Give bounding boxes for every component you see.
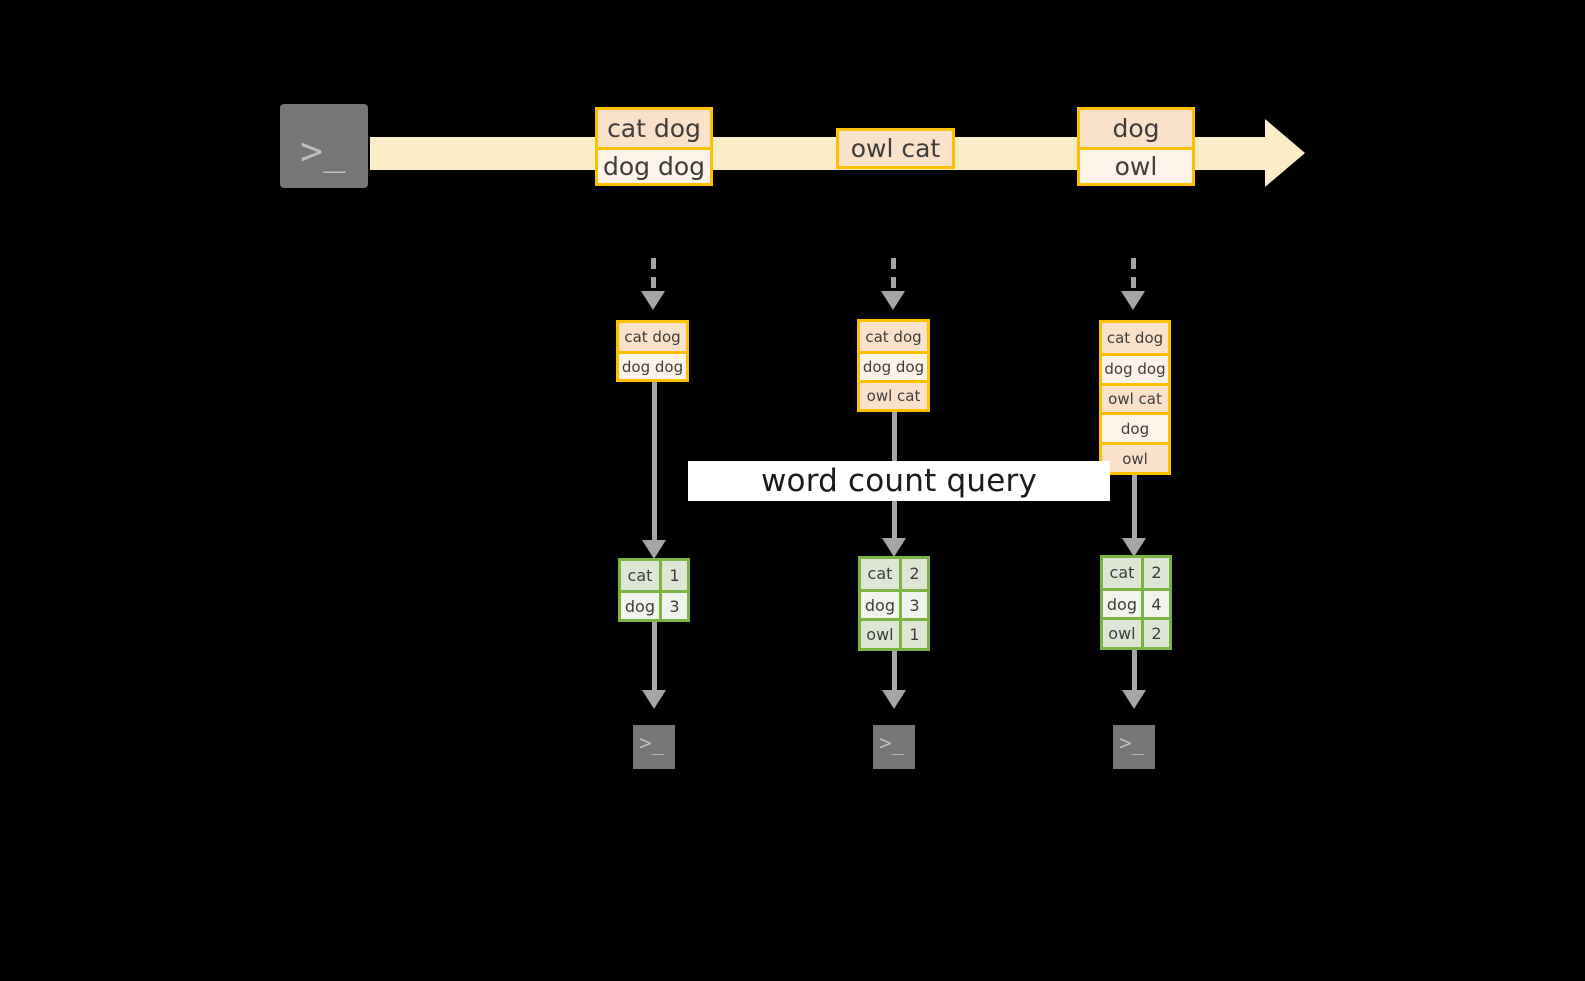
stream-event-box: cat dog dog dog: [595, 107, 713, 186]
table-row: owl 1: [861, 618, 927, 648]
terminal-body: [1113, 725, 1155, 769]
sink-connector: [1132, 650, 1137, 694]
record-line: owl: [1102, 442, 1168, 472]
terminal-prompt-glyph: >_: [1119, 731, 1145, 755]
terminal-prompt-glyph: >_: [879, 731, 905, 755]
record-line: owl: [1080, 146, 1192, 183]
snapshot-dashed-arrowhead: [1121, 291, 1145, 310]
result-table: cat 1 dog 3: [618, 558, 690, 622]
terminal-prompt-glyph: >_: [300, 129, 346, 173]
sink-connector: [892, 651, 897, 694]
snapshot-box: cat dog dog dog: [616, 320, 689, 382]
result-table: cat 2 dog 3 owl 1: [858, 556, 930, 651]
result-table: cat 2 dog 4 owl 2: [1100, 555, 1172, 650]
result-count-cell: 1: [661, 561, 687, 590]
record-line: dog dog: [598, 146, 710, 183]
result-word-cell: cat: [1103, 558, 1144, 588]
record-line: dog: [1080, 110, 1192, 147]
result-count-cell: 3: [661, 593, 687, 619]
record-line: owl cat: [860, 379, 927, 409]
query-arrowhead: [882, 538, 906, 557]
terminal-body: [280, 104, 368, 188]
result-word-cell: owl: [861, 621, 902, 648]
table-row: dog 3: [861, 588, 927, 619]
result-count-cell: 2: [901, 559, 927, 589]
result-word-cell: cat: [861, 559, 902, 589]
sink-connector: [652, 622, 657, 694]
event-stream-arrowhead: [1265, 119, 1305, 187]
record-line: dog dog: [619, 351, 686, 379]
query-connector: [1132, 475, 1137, 542]
sink-arrowhead: [1122, 690, 1146, 709]
record-line: cat dog: [860, 322, 927, 351]
snapshot-dashed-connector: [651, 258, 656, 296]
record-line: dog: [1102, 412, 1168, 443]
sink-arrowhead: [642, 690, 666, 709]
terminal-body: [633, 725, 675, 769]
table-row: owl 2: [1103, 617, 1169, 647]
result-count-cell: 2: [1143, 620, 1169, 647]
result-word-cell: owl: [1103, 620, 1144, 647]
table-row: cat 1: [621, 561, 687, 590]
record-line: cat dog: [598, 110, 710, 147]
source-terminal-icon: >_: [272, 96, 376, 196]
result-count-cell: 1: [901, 621, 927, 648]
record-line: dog dog: [1102, 352, 1168, 383]
snapshot-dashed-arrowhead: [641, 291, 665, 310]
result-word-cell: dog: [621, 593, 662, 619]
query-connector: [652, 382, 657, 544]
sink-terminal-icon: >_: [625, 717, 683, 777]
snapshot-dashed-connector: [1131, 258, 1136, 296]
record-line: cat dog: [1102, 323, 1168, 353]
result-word-cell: dog: [1103, 590, 1144, 618]
record-line: owl cat: [839, 131, 952, 166]
result-count-cell: 2: [1143, 558, 1169, 588]
sink-arrowhead: [882, 690, 906, 709]
result-count-cell: 4: [1143, 590, 1169, 618]
record-line: dog dog: [860, 351, 927, 380]
table-row: cat 2: [1103, 558, 1169, 588]
snapshot-dashed-connector: [891, 258, 896, 296]
sink-terminal-icon: >_: [1105, 717, 1163, 777]
stream-event-box: owl cat: [836, 128, 955, 169]
snapshot-box: cat dog dog dog owl cat: [857, 319, 930, 412]
query-caption-band: word count query: [688, 461, 1110, 501]
snapshot-dashed-arrowhead: [881, 291, 905, 310]
table-row: dog 4: [1103, 587, 1169, 618]
terminal-body: [873, 725, 915, 769]
query-caption-label: word count query: [760, 463, 1038, 499]
query-arrowhead: [642, 540, 666, 559]
terminal-prompt-glyph: >_: [639, 731, 665, 755]
stream-event-box: dog owl: [1077, 107, 1195, 186]
record-line: cat dog: [619, 323, 686, 351]
table-row: cat 2: [861, 559, 927, 589]
query-arrowhead: [1122, 538, 1146, 557]
table-row: dog 3: [621, 590, 687, 619]
result-count-cell: 3: [901, 591, 927, 619]
snapshot-box: cat dog dog dog owl cat dog owl: [1099, 320, 1171, 475]
record-line: owl cat: [1102, 382, 1168, 413]
result-word-cell: dog: [861, 591, 902, 619]
result-word-cell: cat: [621, 561, 662, 590]
sink-terminal-icon: >_: [865, 717, 923, 777]
